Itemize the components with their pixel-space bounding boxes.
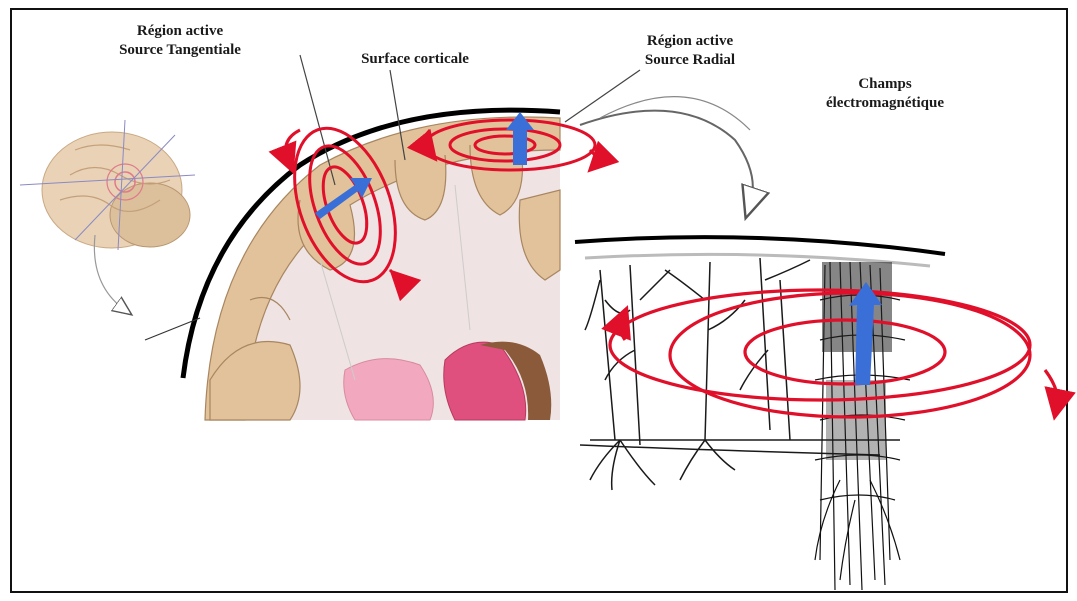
leader-tangential [300,55,335,185]
zoom-arrow [580,111,753,205]
label-surface-text: Surface corticale [315,50,515,69]
label-radial-line1: Région active [590,32,790,51]
label-radial-line2: Source Radial [590,51,790,70]
label-champs-line1: Champs [800,75,970,94]
label-cortical-surface: Surface corticale [315,50,515,69]
label-electromagnetic-field: Champs électromagnétique [800,75,970,113]
label-tangential-line2: Source Tangentiale [70,41,290,60]
leader-radial [565,70,640,122]
neuron-panel [575,237,945,590]
label-radial-source: Région active Source Radial [590,32,790,70]
label-tangential-line1: Région active [70,22,290,41]
label-tangential-source: Région active Source Tangentiale [70,22,290,60]
label-champs-line2: électromagnétique [800,94,970,113]
brain-thumbnail [20,120,195,310]
